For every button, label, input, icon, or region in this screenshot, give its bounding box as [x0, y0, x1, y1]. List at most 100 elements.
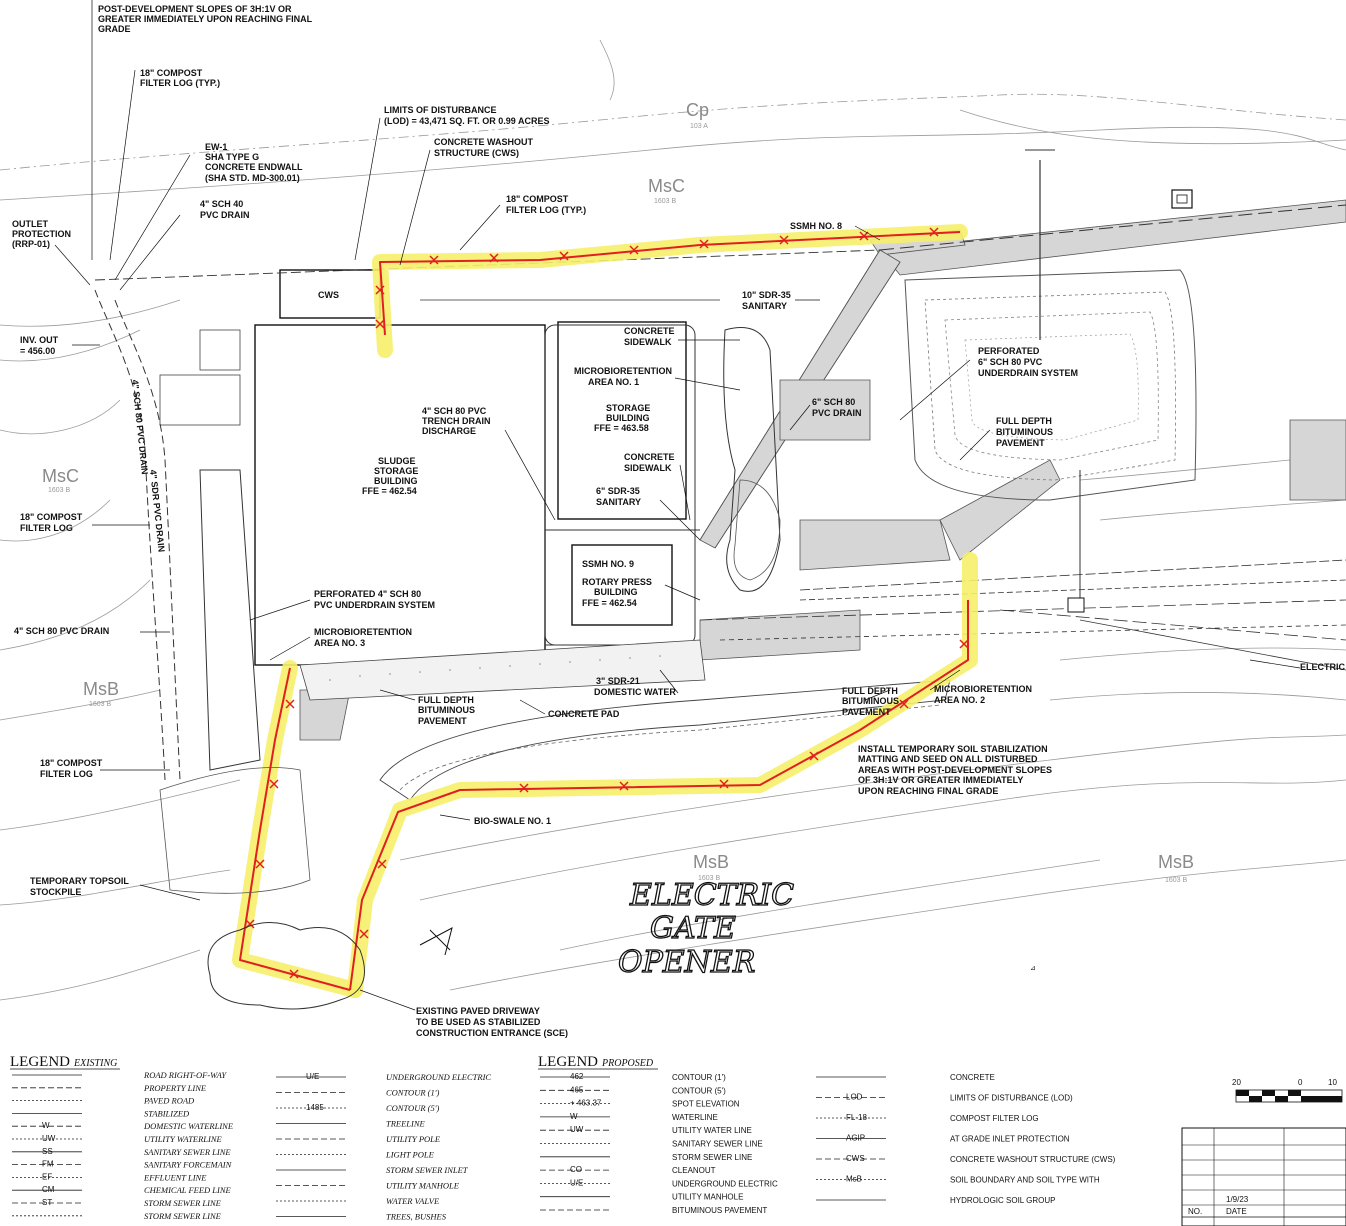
legend-existing-item-label: PROPERTY LINE: [143, 1083, 207, 1093]
red-fence-lines: [239, 227, 969, 991]
legend-proposed-item-label: CLEANOUT: [672, 1166, 716, 1175]
legend-proposed-item-label: HYDROLOGIC SOIL GROUP: [950, 1196, 1056, 1205]
legend-existing: LEGEND EXISTING ROAD RIGHT-OF-WAY PROPERT…: [10, 1054, 491, 1222]
legend-existing-item-label: DOMESTIC WATERLINE: [143, 1121, 234, 1131]
callout-bio-swale: BIO-SWALE NO. 1: [474, 816, 551, 826]
soil-label: MsB: [693, 852, 729, 872]
legend-proposed-item-key: 462: [570, 1072, 584, 1081]
legend-proposed-item-key: UW: [570, 1125, 584, 1134]
revision-table: 1/9/23 NO. DATE: [1181, 1127, 1346, 1226]
soil-label: MsC: [42, 466, 79, 486]
revision-col-date: DATE: [1226, 1207, 1247, 1216]
callout-sch80-vertical: 4" SCH 80 PVC DRAIN: [130, 379, 150, 475]
svg-text:1603 B: 1603 B: [1165, 877, 1188, 884]
scale-bar: 20 0 10: [1232, 1078, 1343, 1103]
scale-label: 0: [1298, 1078, 1303, 1087]
svg-text:1603 B: 1603 B: [698, 875, 721, 882]
soil-label: MsB: [1158, 852, 1194, 872]
legend-existing-item-key: EF: [42, 1172, 52, 1181]
cws-box-label: CWS: [318, 290, 339, 300]
legend-existing-item-key: 1485: [306, 1103, 324, 1112]
callout-sdr-vertical: 4" SDR PVC DRAIN: [148, 469, 167, 552]
legend-existing-item-key: CM: [42, 1185, 55, 1194]
legend-existing-item-label: TREELINE: [386, 1119, 426, 1129]
legend-proposed-item-label: CONCRETE WASHOUT STRUCTURE (CWS): [950, 1155, 1116, 1164]
legend-proposed-item-label: CONTOUR (5'): [672, 1086, 726, 1095]
legend-existing-item-label: TREES, BUSHES: [386, 1212, 447, 1222]
legend-proposed-subtitle: PROPOSED: [601, 1058, 654, 1069]
legend-existing-item-label: ROAD RIGHT-OF-WAY: [143, 1070, 227, 1080]
callout-ssmh8: SSMH NO. 8: [790, 221, 842, 231]
legend-proposed-item-label: WATERLINE: [672, 1113, 718, 1122]
legend-existing-item-label: UNDERGROUND ELECTRIC: [386, 1072, 491, 1082]
legend-proposed-item-key: AGIP: [846, 1134, 865, 1143]
legend-proposed-item-key: CWS: [846, 1154, 865, 1163]
legend-existing-item-key: UW: [42, 1134, 56, 1143]
svg-text:1603 B: 1603 B: [654, 198, 677, 205]
scale-label: 20: [1232, 1078, 1241, 1087]
stormwater-basin: [904, 149, 1197, 501]
legend-proposed-item-label: SOIL BOUNDARY AND SOIL TYPE WITH: [950, 1176, 1100, 1185]
legend-existing-item-label: UTILITY WATERLINE: [144, 1134, 223, 1144]
legend-proposed-item-label: AT GRADE INLET PROTECTION: [950, 1135, 1070, 1144]
legend-proposed-item-key: W: [570, 1112, 578, 1121]
legend-existing-item-label: LIGHT POLE: [385, 1150, 435, 1160]
contour-lines: [0, 39, 1346, 1001]
legend-existing-title: LEGEND: [10, 1054, 70, 1070]
svg-text:103 A: 103 A: [690, 123, 708, 130]
legend-proposed-item-label: UTILITY MANHOLE: [672, 1193, 743, 1202]
callout-inv-out: INV. OUT= 456.00: [20, 335, 59, 356]
concrete-pad: [299, 639, 706, 701]
leader-lines: [54, 0, 1301, 1011]
handwritten-line-3: OPENER: [618, 945, 755, 980]
legend-existing-item-label: WATER VALVE: [386, 1196, 440, 1206]
legend-existing-item-label: SANITARY FORCEMAIN: [144, 1160, 233, 1170]
legend-proposed-item-key: MsB: [846, 1175, 862, 1184]
callout-pvc-drain-4-80: 4" SCH 80 PVC DRAIN: [14, 626, 109, 636]
legend-existing-item-label: PAVED ROAD: [143, 1096, 195, 1106]
buildings: [159, 269, 700, 666]
legend-existing-item-key: W: [42, 1121, 50, 1130]
paved-areas: [299, 379, 1346, 741]
legend-existing-item-label: UTILITY MANHOLE: [386, 1181, 460, 1191]
legend-proposed-title: LEGEND: [538, 1054, 598, 1070]
legend-existing-item-label: SANITARY SEWER LINE: [144, 1147, 231, 1157]
legend-existing-item-label: UTILITY POLE: [386, 1134, 441, 1144]
legend-proposed-item-label: CONTOUR (1'): [672, 1073, 726, 1082]
legend-proposed-item-label: UNDERGROUND ELECTRIC: [672, 1179, 778, 1188]
rotary-press-building: [571, 544, 673, 626]
revision-col-no: NO.: [1188, 1207, 1202, 1216]
svg-text:⊿: ⊿: [1030, 965, 1036, 972]
callout-ssmh9: SSMH NO. 9: [582, 559, 634, 569]
callout-lod: LIMITS OF DISTURBANCE(LOD) = 43,471 SQ. …: [384, 105, 549, 126]
legend-proposed-item-label: UTILITY WATER LINE: [672, 1126, 752, 1135]
svg-text:1603 B: 1603 B: [48, 487, 71, 494]
legend-proposed-item-label: SPOT ELEVATION: [672, 1100, 740, 1109]
legend-proposed-item-key: LOD: [846, 1093, 863, 1102]
legend-existing-item-key: ST: [42, 1198, 52, 1207]
legend-proposed-item-label: STORM SEWER LINE: [672, 1153, 752, 1162]
handwritten-note: ELECTRIC GATE OPENER: [617, 877, 794, 980]
legend-existing-subtitle: EXISTING: [73, 1058, 117, 1069]
callout-electric: ELECTRIC: [1300, 662, 1346, 672]
storage-building: [557, 321, 687, 520]
